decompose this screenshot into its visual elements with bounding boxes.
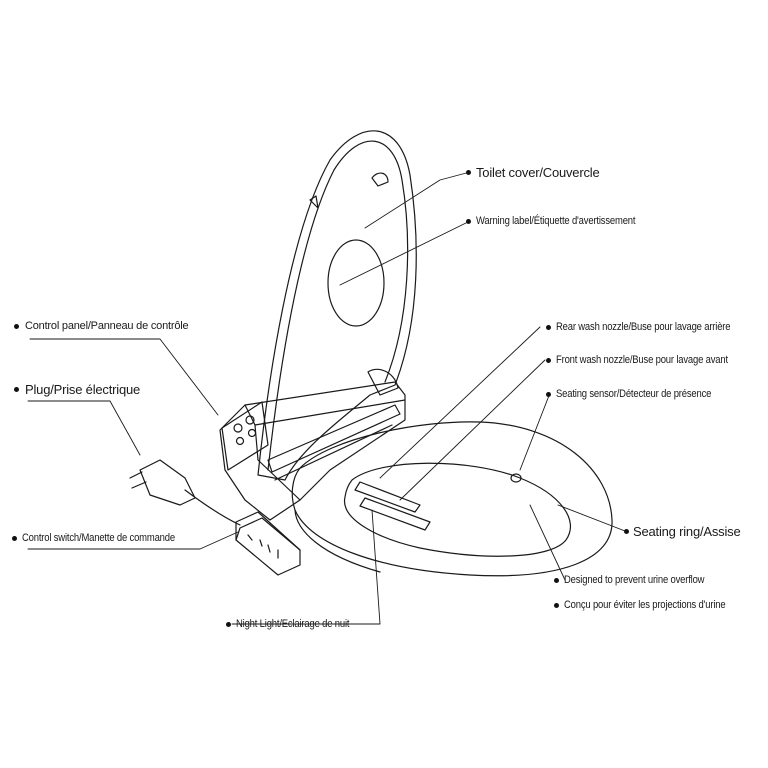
control-panel [221, 401, 269, 471]
bullet-rear-nozzle [546, 325, 551, 330]
warning-label [327, 239, 385, 327]
seat-base [219, 381, 406, 521]
night-light-bar [267, 404, 401, 473]
bullet-control-switch [12, 536, 17, 541]
toilet-cover [257, 130, 417, 481]
bullet-front-nozzle [546, 358, 551, 363]
label-seating-sensor: Seating sensor/Détecteur de présence [556, 388, 712, 400]
front-wash-nozzle [359, 497, 431, 531]
seating-ring-outer [291, 421, 613, 577]
label-plug: Plug/Prise électrique [25, 382, 141, 397]
bullet-warning-label [466, 219, 471, 224]
bullet-urine-fr [554, 603, 559, 608]
bullet-control-panel [14, 324, 19, 329]
label-front-wash-nozzle: Front wash nozzle/Buse pour lavage avant [556, 354, 728, 366]
label-urine-overflow-en: Designed to prevent urine overflow [564, 574, 705, 586]
label-rear-wash-nozzle: Rear wash nozzle/Buse pour lavage arrièr… [556, 321, 731, 333]
bullet-toilet-cover [466, 170, 471, 175]
plug [139, 459, 196, 506]
bullet-night-light [226, 622, 231, 627]
control-switch [235, 511, 301, 576]
label-night-light: Night Light/Eclairage de nuit [236, 618, 350, 630]
label-urine-overflow-fr: Conçu pour éviter les projections d'urin… [564, 599, 726, 611]
label-control-switch: Control switch/Manette de commande [22, 532, 175, 544]
bullet-seating-ring [624, 529, 629, 534]
bullet-seating-sensor [546, 392, 551, 397]
bullet-plug [14, 387, 19, 392]
label-toilet-cover: Toilet cover/Couvercle [476, 165, 600, 180]
bullet-urine-en [554, 578, 559, 583]
seating-sensor [510, 473, 522, 483]
label-seating-ring: Seating ring/Assise [633, 524, 741, 539]
rear-wash-nozzle [354, 481, 421, 513]
label-warning-label: Warning label/Étiquette d'avertissement [476, 215, 636, 227]
seating-ring-opening [344, 462, 571, 557]
label-control-panel: Control panel/Panneau de contrôle [25, 320, 189, 332]
